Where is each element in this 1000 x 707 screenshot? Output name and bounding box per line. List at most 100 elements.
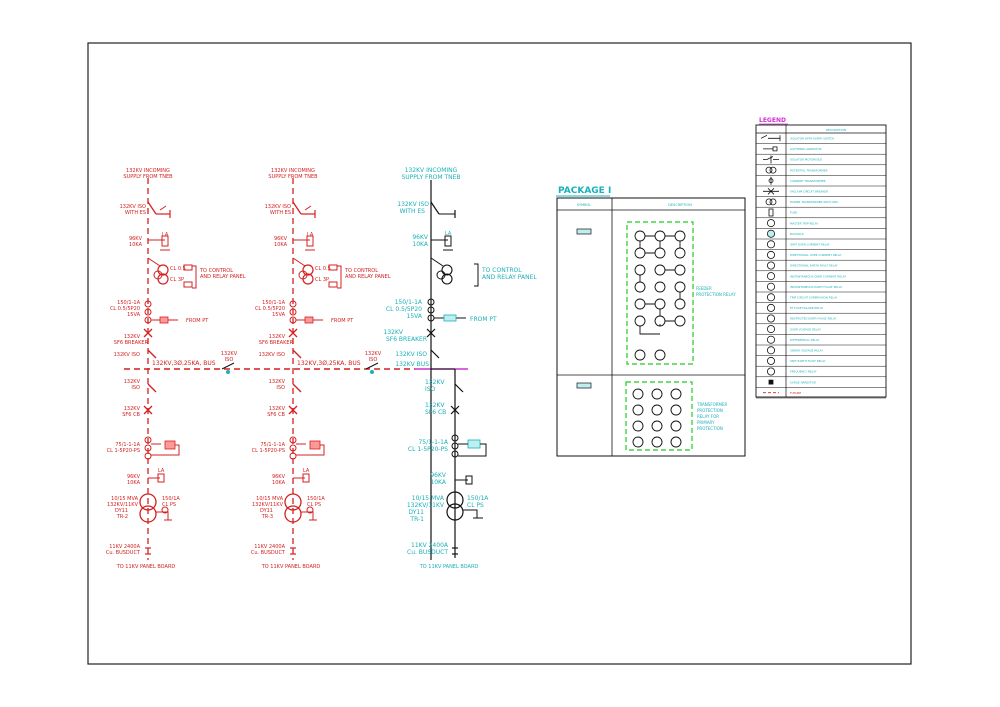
- legend-item-label: UNDER VOLTAGE RELAY: [790, 349, 823, 353]
- pt-to-label-2: AND RELAY PANEL: [482, 274, 537, 281]
- transformer-relay-box: [625, 381, 693, 451]
- power-transformer-symbol: [284, 493, 317, 523]
- bus-iso-label-2: ISO: [369, 357, 378, 363]
- ct-out-label-2: CL 1-5P20-PS: [408, 446, 448, 453]
- relay-panel-symbol-1: [576, 228, 592, 235]
- bus-iso-label-1: 132KV: [365, 351, 382, 357]
- cb2-label-2: SF6 CB: [122, 412, 140, 418]
- legend-symbol-icon: [765, 166, 777, 174]
- incoming-label-2: SUPPLY FROM TNEB: [268, 174, 318, 180]
- bus-label: 132KV BUS: [395, 361, 429, 368]
- la2-symbol: [293, 473, 310, 483]
- legend-symbol-icon: [768, 379, 774, 385]
- la2-tag: LA: [303, 468, 310, 474]
- ngr-label-2: CL PS: [307, 502, 321, 508]
- bus-coupler-iso-1: [221, 362, 235, 374]
- ct-in-label-3: 15VA: [407, 313, 423, 320]
- legend-row: OVER VOLTAGE RELAY: [756, 325, 886, 335]
- bay-3: 132KV INCOMING SUPPLY FROM TNEB 132KV IS…: [384, 167, 538, 570]
- legend-symbol-icon: [767, 272, 776, 281]
- from-pt-label: FROM PT: [186, 318, 209, 324]
- legend-row: LIGHTNING ARRESTOR: [756, 146, 886, 155]
- la2-label-2: 10KA: [127, 480, 141, 486]
- tr-label-1: 10/15 MVA: [412, 495, 445, 502]
- iso1-label: 132KV ISO: [114, 352, 140, 358]
- legend-item-label: RESTRICTED EARTH FAULT RELAY: [790, 317, 837, 321]
- legend-item-label: UNIT EARTH FAULT RELAY: [790, 359, 826, 363]
- pt-label-2: CL 3P: [315, 277, 329, 283]
- legend-symbol-icon: [767, 293, 776, 302]
- legend-item-label: TRIP CIRCUIT SUPERVISION RELAY: [789, 296, 838, 300]
- legend-row: TRIP CIRCUIT SUPERVISION RELAY: [756, 293, 886, 303]
- legend-symbol-icon: [767, 229, 776, 238]
- legend-symbol-icon: [767, 346, 776, 355]
- bus-iso-label-2: ISO: [225, 357, 234, 363]
- iso-with-es-symbol: [147, 201, 171, 218]
- current-transformer-symbol: [289, 300, 323, 324]
- col-description-header: DESCRIPTION: [668, 203, 692, 207]
- cb2-label-1: 132KV: [124, 406, 141, 412]
- legend-item-label: DIRECTIONAL OVER CURRENT RELAY: [790, 253, 842, 257]
- to-panel-label: TO 11KV PANEL BOARD: [116, 564, 176, 570]
- legend: LEGEND DESCRIPTION ISOLATOR WITH EARTH S…: [755, 117, 887, 399]
- legend-item-label: OVER VOLTAGE RELAY: [790, 327, 821, 331]
- cb2-label-2: SF6 CB: [425, 409, 446, 416]
- tr-label-1: 10/15 MVA: [256, 496, 283, 502]
- legend-row: MASTER TRIP RELAY: [756, 219, 886, 229]
- busduct-symbol: [145, 547, 151, 555]
- iso2-label-1: 132KV: [269, 379, 286, 385]
- legend-item-label: IDMT OVER CURRENT RELAY: [790, 243, 830, 247]
- row2-desc-3: RELAY FOR: [697, 414, 719, 419]
- pt-to-label-2: AND RELAY PANEL: [345, 274, 391, 280]
- legend-row: FREQUENCY RELAY: [756, 367, 886, 378]
- current-transformer-symbol: [427, 298, 466, 322]
- la2-label-2: 10KA: [430, 479, 446, 486]
- iso-es-label-1: 132KV ISO: [120, 204, 146, 210]
- iso-es-label-2: WITH ES: [125, 210, 146, 216]
- row2-desc-1: TRANSFORMER: [696, 402, 728, 407]
- legend-item-label: INSTANTANEOUS EARTH FAULT RELAY: [790, 285, 843, 289]
- ngr-label-1: 150/1A: [162, 496, 180, 502]
- legend-symbol-icon: [768, 176, 774, 185]
- iso2-label-2: ISO: [276, 385, 285, 391]
- legend-symbol-icon: [763, 155, 779, 164]
- sf6-cb-symbol: [288, 405, 298, 415]
- la-label-2: 10KA: [129, 242, 143, 248]
- pt-label-1: CL 0.5: [315, 266, 331, 272]
- potential-transformer-symbol: [292, 257, 342, 289]
- legend-header: DESCRIPTION: [826, 128, 846, 132]
- ct-in-label-2: CL 0.5/5P20: [255, 306, 285, 312]
- row2-desc-4: PRIMARY: [697, 420, 715, 425]
- la-label-2: 10KA: [412, 241, 428, 248]
- breaker-label-1: 132KV: [269, 334, 286, 340]
- legend-item-label: BUCHOLZ: [790, 232, 804, 236]
- ct-in-label-3: 15VA: [127, 312, 140, 318]
- iso2-label-1: 132KV: [425, 379, 445, 386]
- legend-symbol-icon: [767, 261, 776, 270]
- ct-out-label-1: 75/1-1-1A: [260, 442, 285, 448]
- lightning-arrester-symbol: [431, 235, 453, 251]
- legend-symbol-icon: [767, 367, 776, 376]
- legend-row: DIFFERENTIAL RELAY: [756, 335, 886, 346]
- legend-symbol-icon: [767, 219, 776, 228]
- pt-to-label-2: AND RELAY PANEL: [200, 274, 246, 280]
- tr-label-4: TR-1: [409, 516, 424, 523]
- bus-iso-label-1: 132KV: [221, 351, 238, 357]
- iso2-label-1: 132KV: [124, 379, 141, 385]
- tr-label-4: TR-2: [116, 514, 128, 520]
- la2-tag: LA: [158, 468, 165, 474]
- legend-row: DIRECTIONAL OVER CURRENT RELAY: [756, 250, 886, 261]
- legend-item-label: INSTANTANEOUS OVER CURRENT RELAY: [790, 274, 846, 278]
- ngr-label-2: CL PS: [467, 502, 484, 509]
- legend-row: UNIT EARTH FAULT RELAY: [756, 356, 886, 367]
- legend-item-label: FUTURE: [790, 391, 801, 395]
- iso2-label-2: ISO: [131, 385, 140, 391]
- la-tag: LA: [445, 231, 452, 237]
- la2-label-1: 96KV: [272, 474, 286, 480]
- tr-label-3: DY11: [115, 508, 128, 514]
- legend-row: RESTRICTED EARTH FAULT RELAY: [756, 314, 886, 325]
- la2-symbol: [148, 473, 165, 483]
- incoming-label-2: SUPPLY FROM TNEB: [401, 174, 460, 181]
- ct-in-label-3: 15VA: [272, 312, 285, 318]
